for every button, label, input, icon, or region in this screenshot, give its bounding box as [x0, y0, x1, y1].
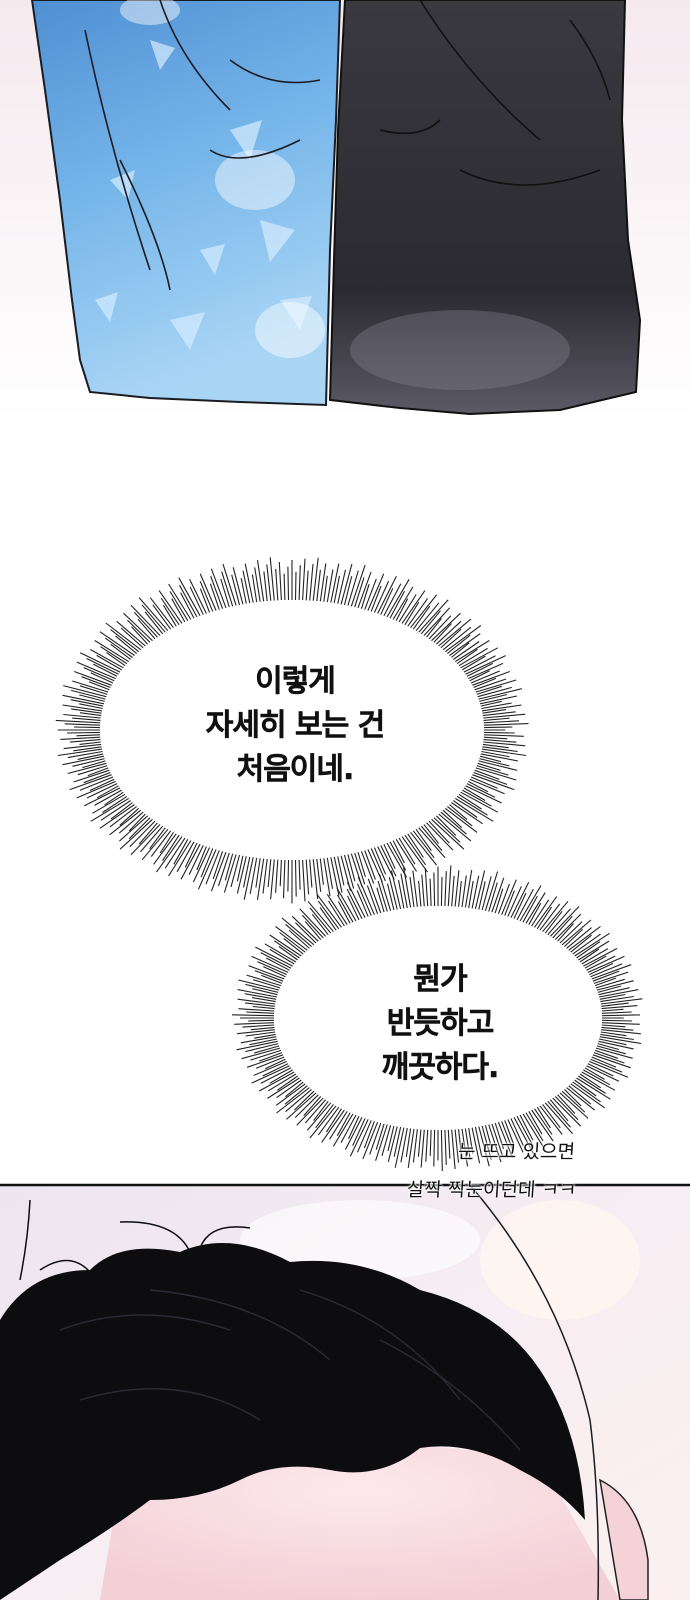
bubble-1-line: 자세히 보는 건 [205, 708, 386, 743]
bubble-2-text: 뭔가 반듯하고 깨끗하다. [320, 958, 560, 1090]
side-note-line-1: 눈 뜨고 있으면 [457, 1141, 576, 1163]
hair [0, 1243, 585, 1600]
speech-bubble-1 [55, 557, 529, 904]
top-panel [0, 0, 690, 420]
bubble-1-line: 처음이네. [236, 752, 354, 787]
bubble-1-line: 이렇게 [255, 664, 336, 699]
bubble-2-line: 뭔가 [413, 962, 468, 997]
side-note-line-2: 살짝 짝눈이던데 ㅋㅋ [406, 1179, 578, 1201]
bottom-panel [0, 1183, 690, 1600]
speech-bubble-2 [231, 865, 643, 1172]
dark-coat-sleeve [328, 0, 642, 416]
bubble-2-line: 반듯하고 [386, 1006, 495, 1041]
bubble-2-line: 깨끗하다. [381, 1050, 499, 1085]
bubble-1-text: 이렇게 자세히 보는 건 처음이네. [140, 660, 450, 792]
